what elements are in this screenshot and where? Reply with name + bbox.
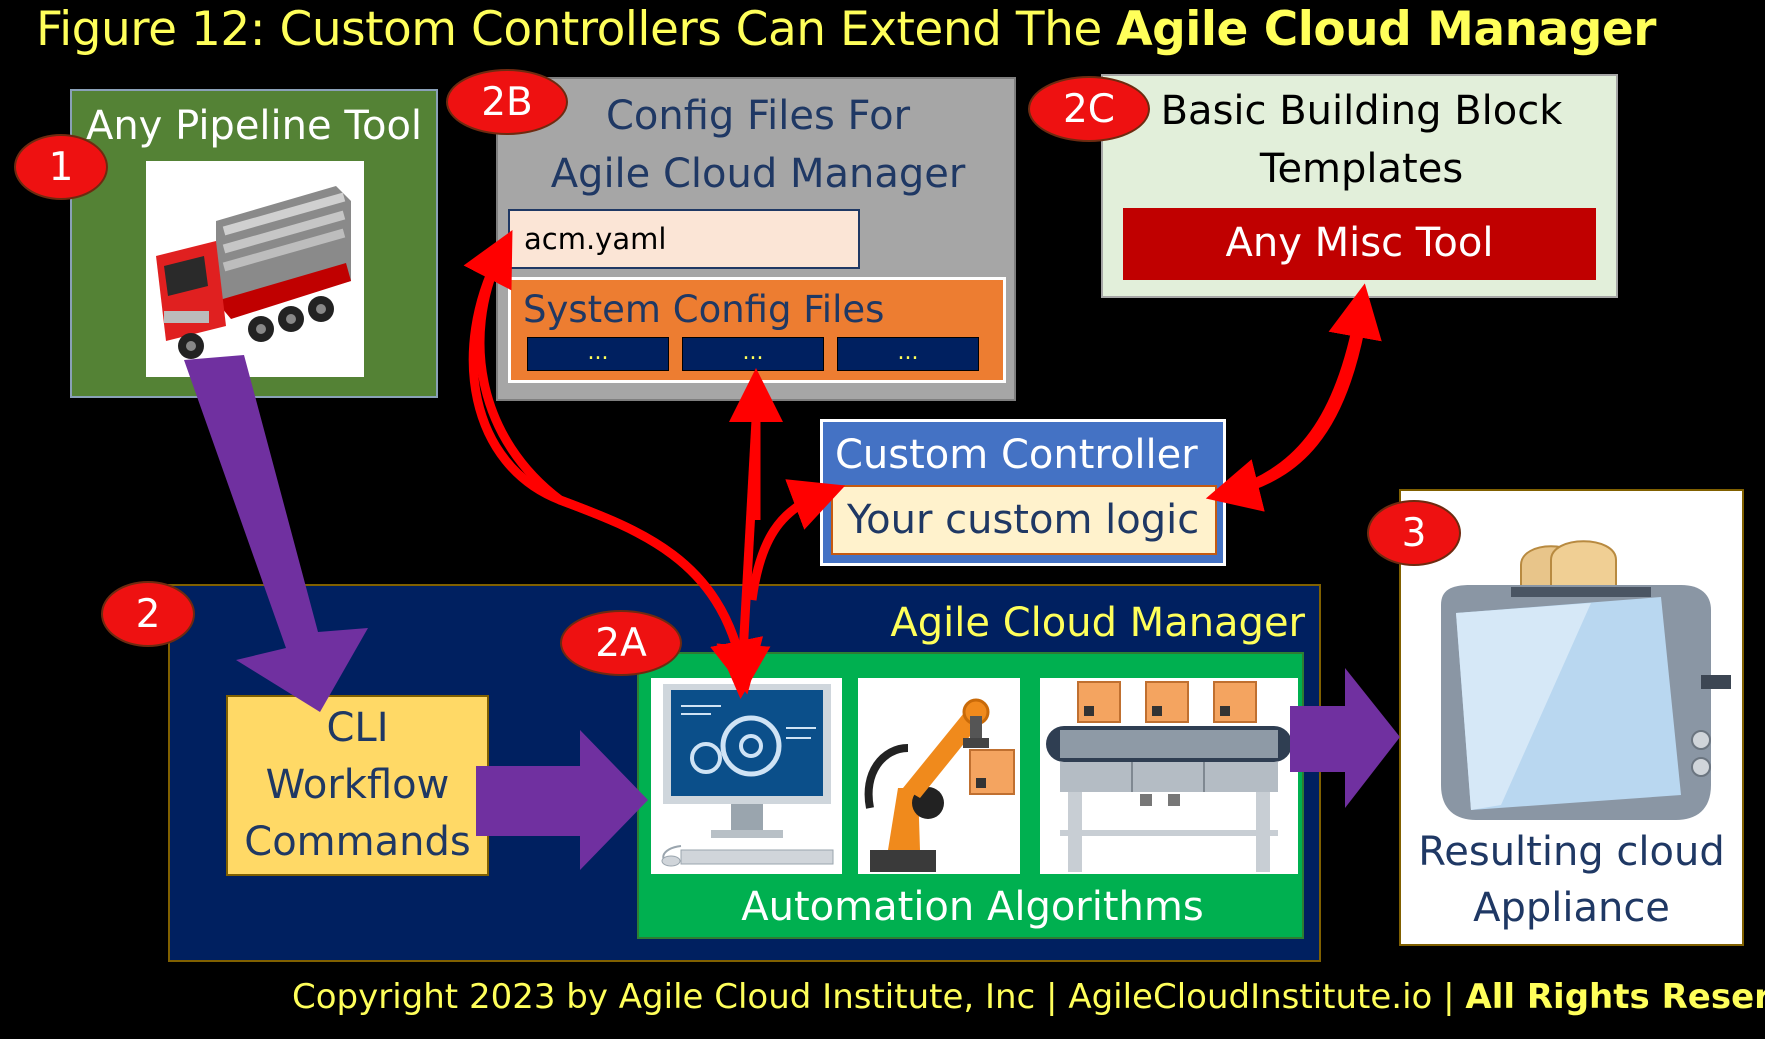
toaster-icon	[1441, 540, 1731, 820]
system-config-label: System Config Files	[523, 288, 885, 331]
badge-3: 3	[1367, 500, 1461, 566]
pipeline-tool-box: Any Pipeline Tool	[70, 89, 438, 398]
config-title-line2: Agile Cloud Manager	[550, 151, 966, 197]
copyright-footer: Copyright 2023 by Agile Cloud Institute,…	[292, 977, 1765, 1017]
acm-yaml-file: acm.yaml	[508, 209, 860, 269]
resulting-appliance-box: Resulting cloud Appliance	[1399, 489, 1744, 946]
result-line1: Resulting cloud	[1418, 829, 1725, 875]
system-config-item-3: ...	[837, 337, 979, 371]
automation-algorithms-label: Automation Algorithms	[741, 884, 1204, 930]
figure-title: Figure 12: Custom Controllers Can Extend…	[36, 2, 1656, 57]
templates-title-line2: Templates	[1259, 146, 1464, 192]
conveyor-belt-image	[1040, 678, 1298, 874]
badge-2: 2	[101, 581, 195, 647]
badge-2a: 2A	[560, 610, 682, 676]
templates-to-controller-red-arrow	[1205, 329, 1365, 512]
pipeline-tool-label: Any Pipeline Tool	[85, 103, 423, 149]
cli-commands-box: CLI Workflow Commands	[226, 695, 489, 876]
config-title-line1: Config Files For	[605, 93, 911, 139]
pipeline-truck-image	[146, 161, 364, 377]
templates-red-arrow	[1230, 283, 1382, 497]
templates-box: Basic Building Block Templates Any Misc …	[1101, 74, 1618, 298]
custom-logic-box: Your custom logic	[831, 485, 1217, 555]
automation-algorithms-box: Automation Algorithms	[637, 652, 1304, 939]
red-pipe-truck-icon	[156, 186, 351, 359]
custom-controller-box: Custom Controller Your custom logic	[820, 419, 1226, 566]
badge-1: 1	[14, 134, 108, 200]
acm-label: Agile Cloud Manager	[890, 600, 1305, 646]
robot-arm-image	[858, 678, 1020, 874]
misc-tool-box: Any Misc Tool	[1123, 208, 1596, 280]
badge-2b: 2B	[446, 69, 568, 135]
config-files-box: Config Files For Agile Cloud Manager acm…	[496, 77, 1016, 401]
robot-arm-icon	[864, 698, 1015, 872]
system-config-files: System Config Files ... ... ...	[508, 277, 1006, 383]
system-config-item-2: ...	[682, 337, 824, 371]
conveyor-belt-icon	[1046, 681, 1292, 872]
computer-design-image	[651, 678, 842, 874]
computer-gear-icon	[661, 684, 834, 867]
result-line2: Appliance	[1473, 885, 1670, 931]
badge-2c: 2C	[1028, 76, 1150, 142]
templates-title-line1: Basic Building Block	[1160, 88, 1563, 134]
custom-controller-title: Custom Controller	[835, 432, 1198, 478]
system-config-item-1: ...	[527, 337, 669, 371]
